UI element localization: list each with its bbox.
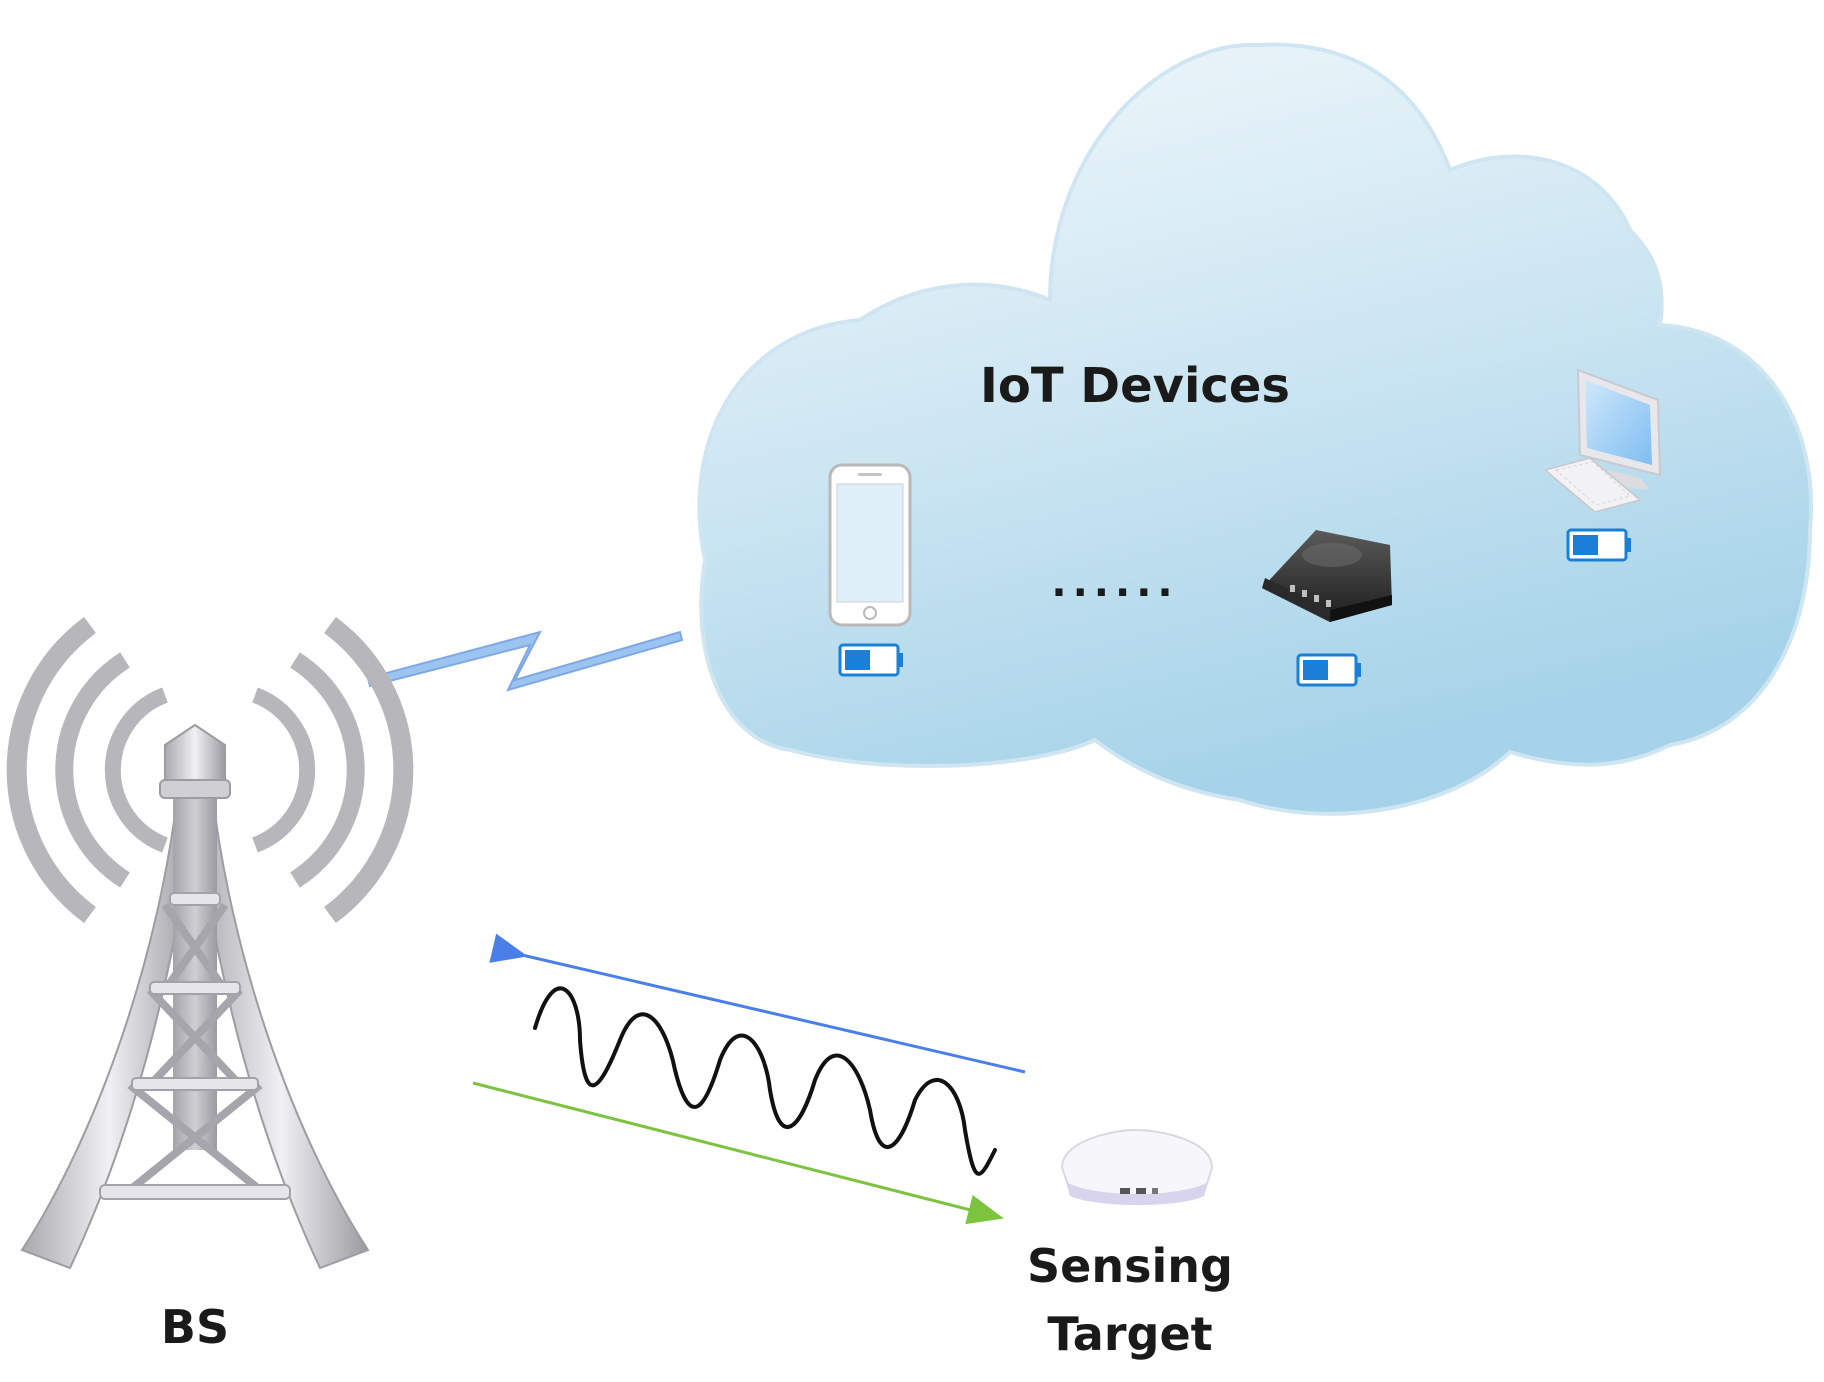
sensing-target-label-line2: Target <box>1047 1307 1213 1361</box>
router-icon <box>1262 530 1392 622</box>
echo-signal-arrow <box>489 933 1026 1074</box>
battery-icon <box>838 643 903 677</box>
base-station-label: BS <box>160 1300 230 1354</box>
cloud-label: IoT Devices <box>979 358 1290 414</box>
sensing-wave <box>533 986 997 1176</box>
sensing-target-device-icon <box>1060 1128 1214 1205</box>
wireless-link-icon <box>366 630 684 692</box>
sensing-target-label: Sensing Target <box>1010 1232 1250 1368</box>
iot-cloud <box>697 42 1814 816</box>
battery-icon <box>1566 528 1631 562</box>
sensing-target-label-line1: Sensing <box>1027 1239 1233 1293</box>
base-station-tower-icon <box>6 616 414 1270</box>
battery-icon <box>1296 653 1361 687</box>
transmit-signal-arrow <box>472 1081 1004 1225</box>
desktop-computer-icon <box>1543 368 1662 513</box>
device-ellipsis: ...... <box>1051 560 1179 606</box>
smartphone-icon <box>828 463 912 627</box>
